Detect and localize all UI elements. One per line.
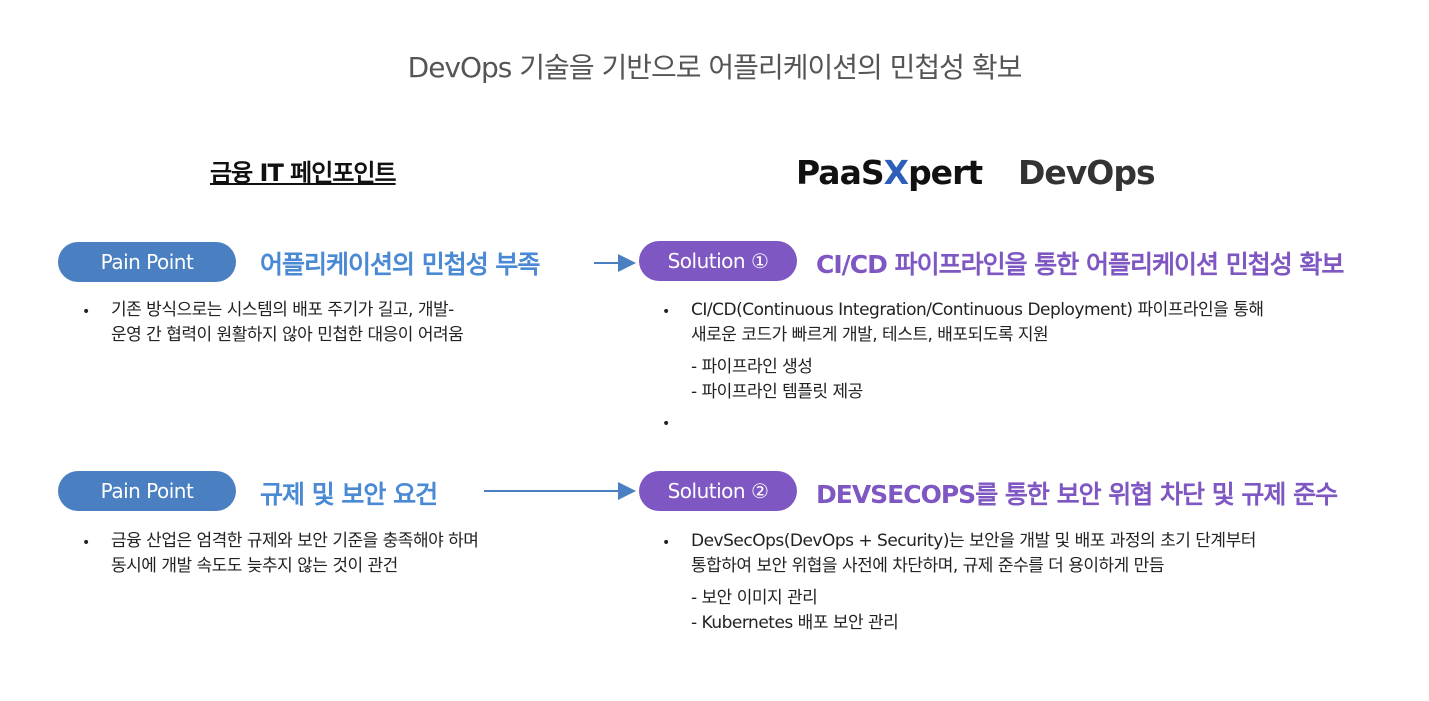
pain-points-heading: 금융 IT 페인포인트 (210, 159, 397, 187)
text-line: 금융 산업은 엄격한 규제와 보안 기준을 충족해야 하며 (111, 531, 479, 551)
pain-point-badge: Pain Point (58, 471, 236, 511)
pain-point-badge: Pain Point (58, 242, 236, 282)
solution-badge: Solution ② (639, 471, 797, 511)
bullet: • (662, 535, 670, 551)
text-line: 동시에 개발 속도도 늦추지 않는 것이 관건 (111, 556, 398, 576)
bullet: • (662, 416, 670, 432)
sub-item: - 파이프라인 생성 (691, 357, 813, 377)
sub-item: - 보안 이미지 관리 (691, 588, 818, 608)
arrow-icon (484, 482, 636, 500)
pain-description: 기존 방식으로는 시스템의 배포 주기가 길고, 개발- 운영 간 협력이 원활하… (111, 298, 464, 348)
text-line: 기존 방식으로는 시스템의 배포 주기가 길고, 개발- (111, 300, 454, 320)
solution-title: DEVSECOPS를 통한 보안 위협 차단 및 규제 준수 (816, 480, 1338, 509)
bullet: • (82, 304, 90, 320)
arrow-icon (594, 254, 636, 272)
solution-badge: Solution ① (639, 241, 797, 281)
solution-description: DevSecOps(DevOps + Security)는 보안을 개발 및 배… (691, 529, 1256, 579)
bullet: • (662, 304, 670, 320)
devops-logo: DevOps (1018, 153, 1156, 192)
text-line: 새로운 코드가 빠르게 개발, 테스트, 배포되도록 지원 (691, 325, 1049, 345)
solution-sub-items: - 보안 이미지 관리 - Kubernetes 배포 보안 관리 (691, 586, 899, 636)
logo-part: X (883, 153, 909, 192)
text-line: CI/CD(Continuous Integration/Continuous … (691, 300, 1264, 320)
pain-title: 규제 및 보안 요건 (260, 480, 438, 509)
logo-part: PaaS (796, 153, 885, 192)
sub-item: - Kubernetes 배포 보안 관리 (691, 613, 899, 633)
solution-title: CI/CD 파이프라인을 통한 어플리케이션 민첩성 확보 (816, 250, 1344, 279)
pain-title: 어플리케이션의 민첩성 부족 (260, 250, 540, 279)
solution-description: CI/CD(Continuous Integration/Continuous … (691, 298, 1264, 348)
sub-item: - 파이프라인 템플릿 제공 (691, 382, 863, 402)
text-line: DevSecOps(DevOps + Security)는 보안을 개발 및 배… (691, 531, 1256, 551)
logo-part: pert (908, 153, 983, 192)
page-title: DevOps 기술을 기반으로 어플리케이션의 민첩성 확보 (407, 51, 1023, 84)
text-line: 통합하여 보안 위협을 사전에 차단하며, 규제 준수를 더 용이하게 만듬 (691, 556, 1164, 576)
text-line: 운영 간 협력이 원활하지 않아 민첩한 대응이 어려움 (111, 325, 464, 345)
bullet: • (82, 535, 90, 551)
solution-sub-items: - 파이프라인 생성 - 파이프라인 템플릿 제공 (691, 355, 863, 405)
paasxpert-logo: PaaSXpert (796, 153, 983, 192)
